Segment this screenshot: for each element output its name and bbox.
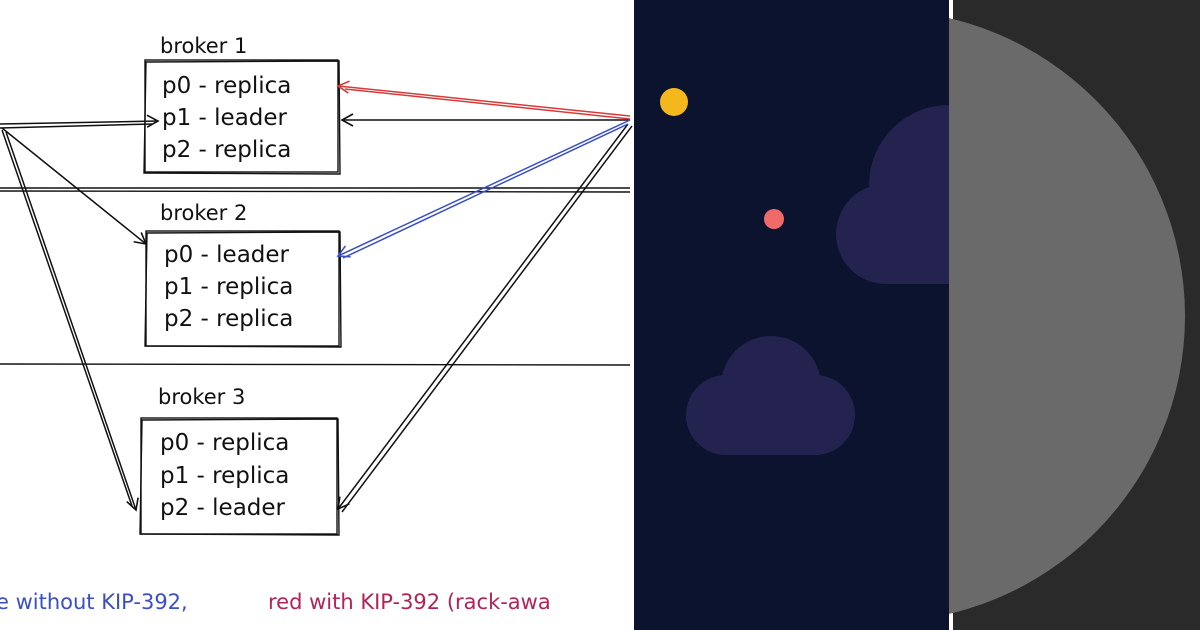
diagram-panel: broker 1 broker 2 broker 3 p0 - replica … bbox=[0, 34, 633, 614]
client-arrows-right bbox=[336, 113, 633, 513]
broker-2-line-1: p0 - leader bbox=[164, 242, 290, 268]
broker-2-box bbox=[144, 230, 342, 348]
broker-1-line-2: p1 - leader bbox=[162, 105, 288, 131]
rack-separators bbox=[0, 187, 631, 366]
broker-1-line-3: p2 - replica bbox=[162, 137, 291, 163]
broker-3-line-3: p2 - leader bbox=[160, 495, 286, 521]
sun-icon bbox=[660, 88, 688, 116]
broker-1-title: broker 1 bbox=[160, 34, 247, 58]
red-arrow-kip392 bbox=[336, 80, 631, 120]
broker-1-line-1: p0 - replica bbox=[162, 73, 291, 99]
broker-2-line-2: p1 - replica bbox=[164, 274, 293, 300]
broker-3-line-1: p0 - replica bbox=[160, 430, 289, 456]
blue-arrow-no-kip392 bbox=[336, 119, 631, 259]
moon-illustration bbox=[949, 0, 1185, 630]
night-sky-illustration bbox=[660, 88, 949, 455]
diagram-canvas: broker 1 broker 2 broker 3 p0 - replica … bbox=[0, 34, 633, 614]
broker-3-box bbox=[139, 417, 340, 536]
broker-3-title: broker 3 bbox=[158, 385, 245, 409]
moon-disc-icon bbox=[949, 18, 1185, 614]
broker-3-line-2: p1 - replica bbox=[160, 463, 289, 489]
broker-1-box bbox=[143, 59, 341, 175]
dot-icon bbox=[764, 209, 784, 229]
client-arrows-left bbox=[0, 114, 160, 512]
caption-red: red with KIP-392 (rack-awa bbox=[268, 590, 551, 614]
cloud-icon-top bbox=[836, 105, 949, 284]
cloud-icon-bottom bbox=[686, 336, 855, 455]
caption-blue: e without KIP-392, bbox=[0, 590, 188, 614]
night-sky-panel bbox=[634, 0, 949, 630]
broker-2-line-3: p2 - replica bbox=[164, 306, 293, 332]
moon-panel bbox=[949, 0, 1200, 630]
broker-2-title: broker 2 bbox=[160, 201, 247, 225]
